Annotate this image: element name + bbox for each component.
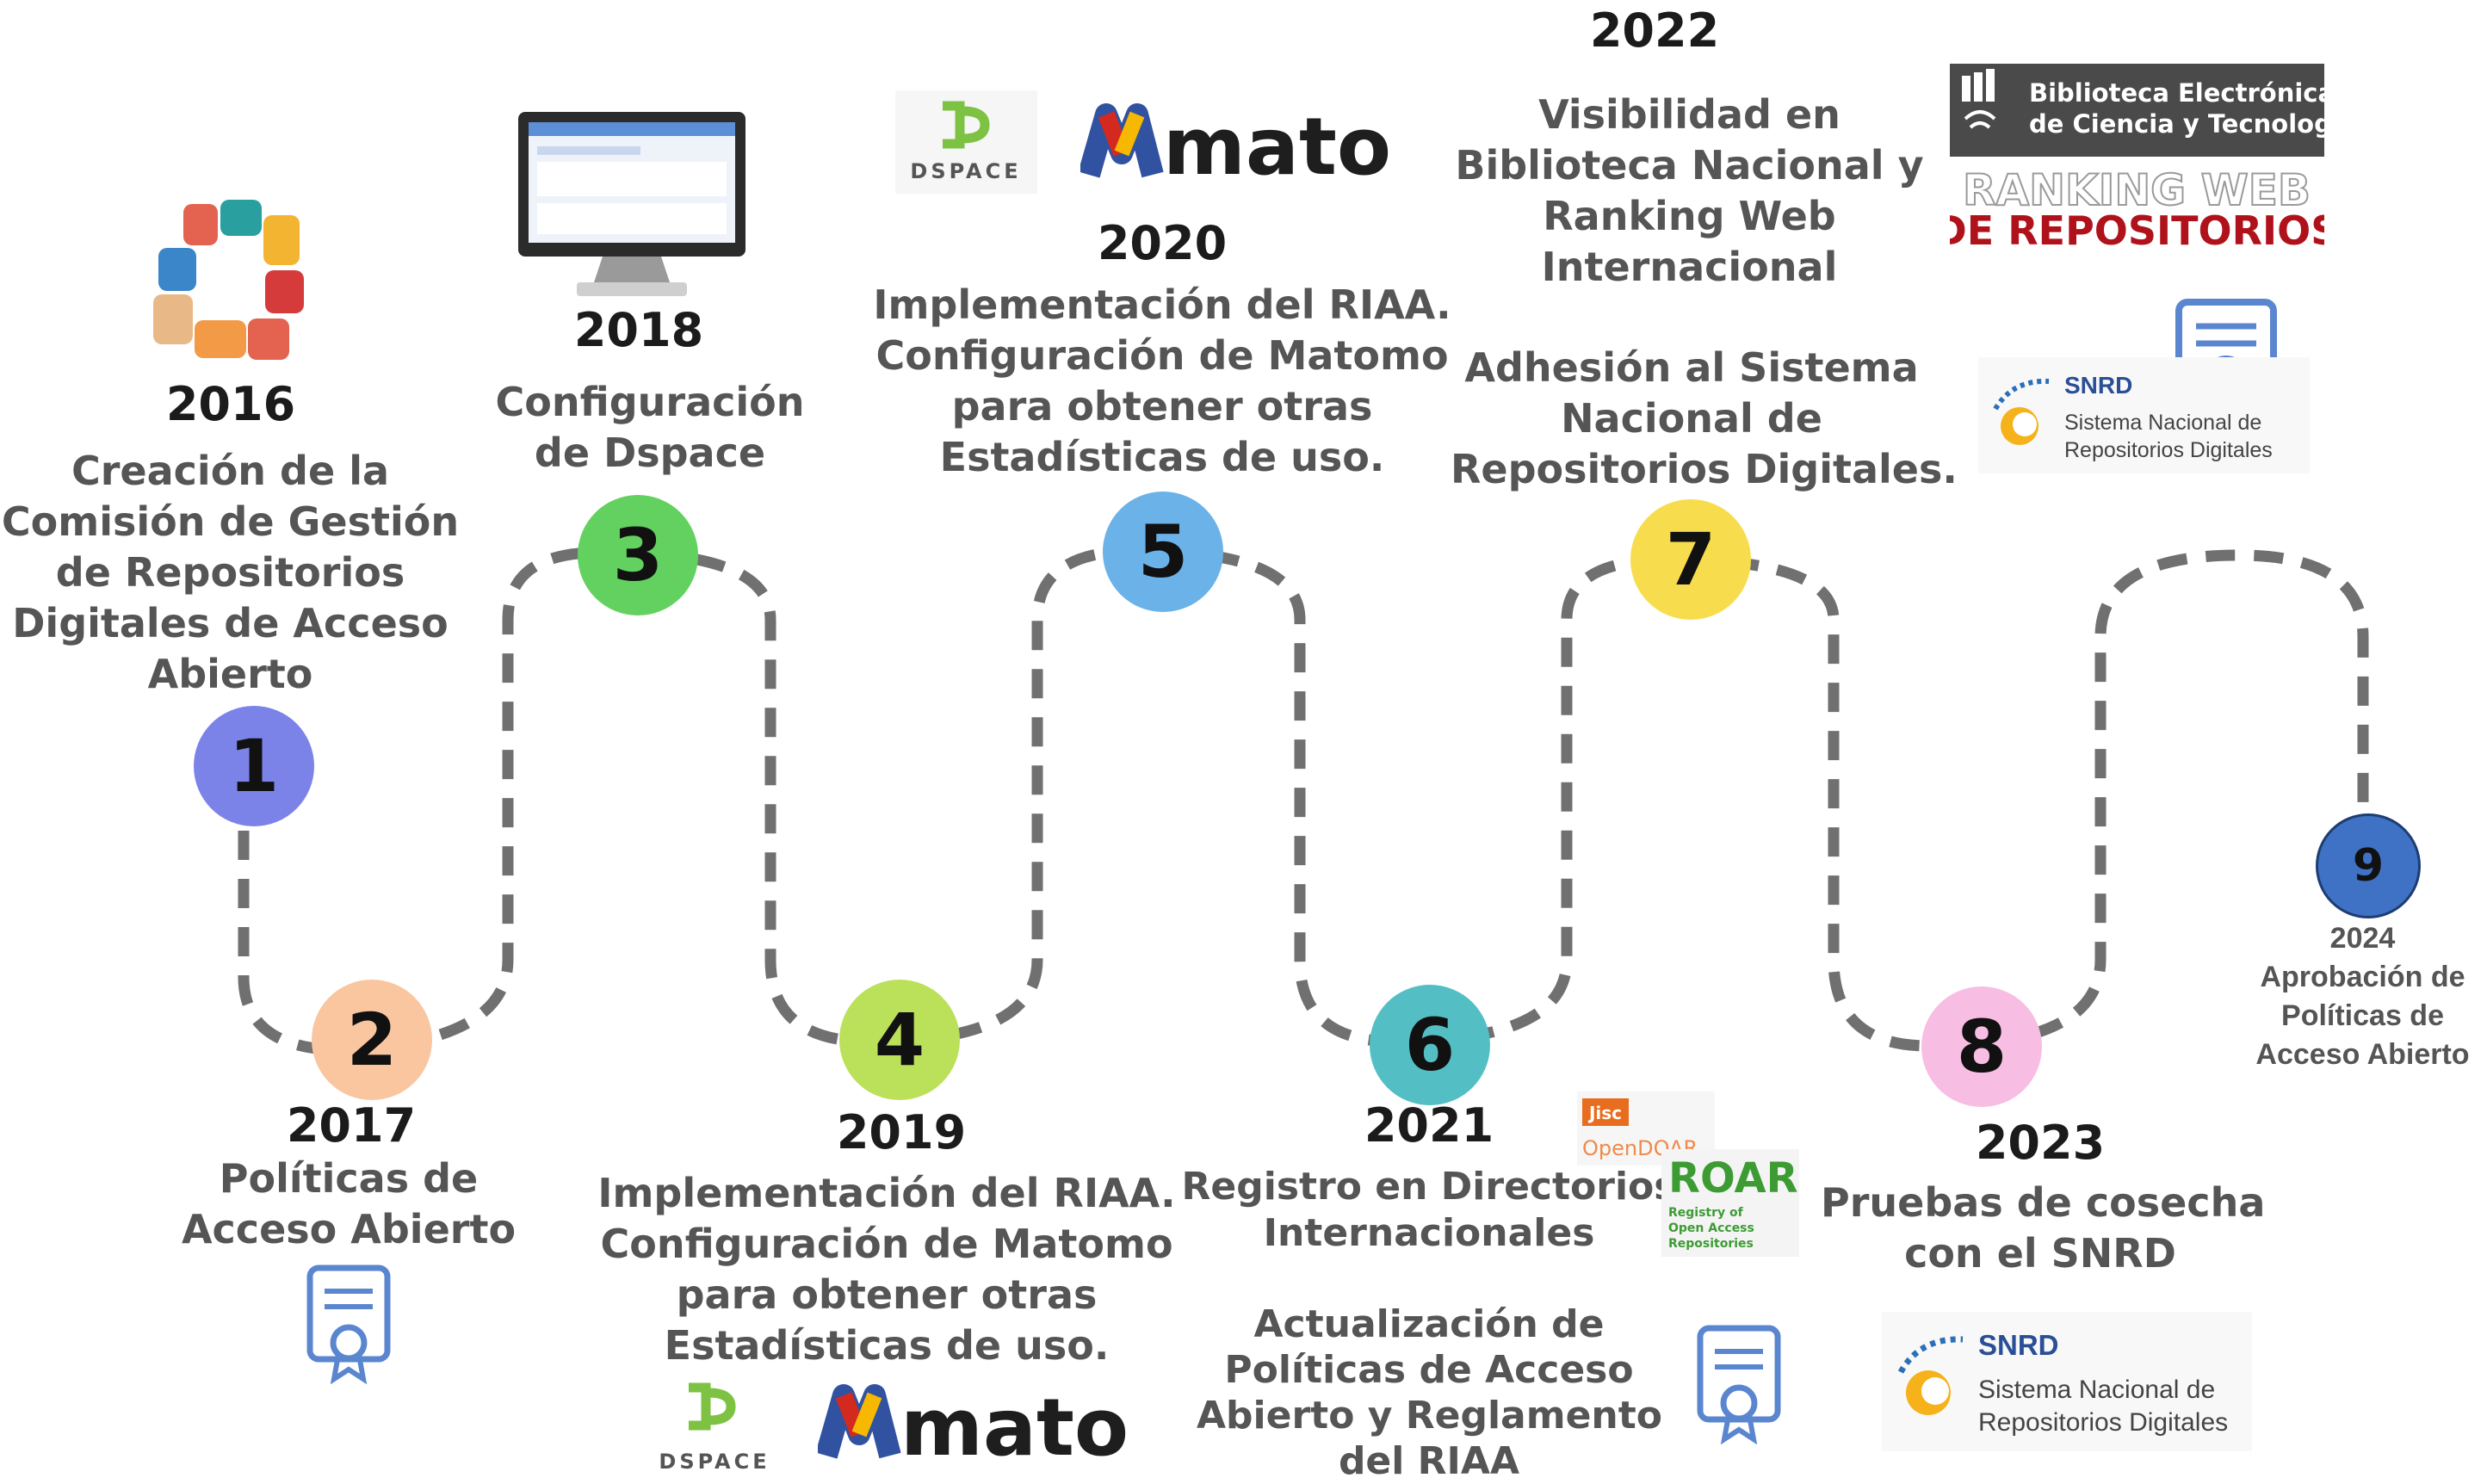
milestone-desc-8: Pruebas de cosecha con el SNRD xyxy=(1821,1178,2266,1279)
milestone-desc-line: Implementación del RIAA. xyxy=(597,1170,1176,1216)
milestone-desc-line: del RIAA xyxy=(1338,1439,1520,1483)
milestone-desc-line: de Dspace xyxy=(534,430,766,476)
milestone-desc-line: Políticas de Acceso xyxy=(1224,1348,1634,1392)
milestone-year-6: 2021 xyxy=(1364,1098,1494,1153)
certificate-icon xyxy=(1697,1325,1781,1444)
milestone-node-7: 7 xyxy=(1630,499,1751,620)
milestone-year-3: 2018 xyxy=(573,303,704,357)
snrd-title: SNRD xyxy=(1978,1329,2059,1361)
milestone-desc-3: Configuración de Dspace xyxy=(478,377,822,479)
milestone-desc-line: Visibilidad en xyxy=(1538,91,1841,138)
dspace-logo-text: DSPACE xyxy=(659,1450,770,1474)
milestone-year-9: 2024 xyxy=(2329,922,2396,955)
roar-sub1: Registry of xyxy=(1668,1206,1744,1220)
roar-sub2: Open Access xyxy=(1668,1221,1754,1235)
milestone-desc-line: Ranking Web xyxy=(1543,193,1836,239)
milestone-desc-line: Adhesión al Sistema xyxy=(1464,344,1919,391)
roar-logo: ROAR Registry of Open Access Repositorie… xyxy=(1661,1149,1799,1257)
snrd-line2: Repositorios Digitales xyxy=(2064,438,2273,462)
milestone-desc-line: Acceso Abierto xyxy=(2255,1038,2470,1071)
milestone-desc-line: Abierto xyxy=(147,651,313,697)
milestone-year-2: 2017 xyxy=(286,1098,417,1153)
milestone-desc-line: Pruebas de cosecha xyxy=(1821,1179,2266,1226)
milestone-desc-line: Creación de la xyxy=(71,448,390,494)
milestone-desc-line: Configuración xyxy=(495,379,805,425)
milestone-desc-line: Políticas de xyxy=(2281,999,2444,1032)
ranking-web-logo: RANKING WEB DE REPOSITORIOS xyxy=(1950,169,2324,251)
milestone-year-7: 2022 xyxy=(1589,3,1720,58)
dspace-logo: DSPACE xyxy=(895,90,1037,194)
milestone-desc-line: Repositorios Digitales. xyxy=(1451,446,1958,492)
snrd-line1: Sistema Nacional de xyxy=(2064,411,2261,435)
biblioteca-line1: Biblioteca Electrónica xyxy=(2029,78,2324,108)
milestone-desc-4: Implementación del RIAA. Configuración d… xyxy=(585,1168,1188,1371)
milestone-desc-line: Nacional de xyxy=(1561,395,1822,442)
milestone-desc-6: Registro en Directorios Internacionales xyxy=(1179,1164,1679,1257)
ranking-line1: RANKING WEB xyxy=(1963,169,2311,215)
milestone-desc-7-extra: Adhesión al Sistema Nacional de Reposito… xyxy=(1451,343,1958,495)
milestone-desc-line: Políticas de xyxy=(219,1155,479,1202)
milestone-desc-line: Estadísticas de uso. xyxy=(664,1322,1110,1369)
matomo-logo-text: matomo xyxy=(1163,101,1390,193)
milestone-node-5: 5 xyxy=(1103,492,1223,612)
biblioteca-electronica-logo: Biblioteca Electrónica de Ciencia y Tecn… xyxy=(1950,64,2324,157)
milestone-desc-5: Implementación del RIAA. Configuración d… xyxy=(857,280,1468,483)
milestone-year-5: 2020 xyxy=(1097,216,1228,270)
milestone-desc-line: Aprobación de xyxy=(2260,961,2465,993)
milestone-node-4: 4 xyxy=(839,980,960,1100)
matomo-logo-text: matomo xyxy=(900,1382,1128,1474)
milestone-desc-line: Internacionales xyxy=(1263,1211,1595,1255)
ranking-line2: DE REPOSITORIOS xyxy=(1950,207,2324,251)
milestone-desc-line: Implementación del RIAA. xyxy=(873,281,1451,328)
milestone-desc-line: Estadísticas de uso. xyxy=(939,434,1385,480)
milestone-desc-line: Configuración de Matomo xyxy=(875,332,1449,379)
jisc-text: Jisc xyxy=(1587,1103,1622,1123)
milestone-desc-line: Abierto y Reglamento xyxy=(1197,1394,1663,1438)
milestone-desc-line: Actualización de xyxy=(1253,1302,1605,1346)
roar-sub3: Repositories xyxy=(1668,1237,1754,1251)
milestone-desc-2: Políticas de Acceso Abierto xyxy=(172,1153,525,1255)
snrd-logo: SNRD Sistema Nacional de Repositorios Di… xyxy=(1882,1312,2252,1451)
milestone-desc-line: Internacional xyxy=(1541,244,1838,290)
milestone-year-4: 2019 xyxy=(836,1105,967,1159)
biblioteca-line2: de Ciencia y Tecnología xyxy=(2029,109,2324,139)
dspace-logo: DSPACE xyxy=(659,1382,770,1474)
milestone-year-1: 2016 xyxy=(165,377,296,431)
milestone-desc-line: de Repositorios xyxy=(55,549,405,596)
milestone-desc-9: 2024 Aprobación de Políticas de Acceso A… xyxy=(2238,919,2487,1074)
milestone-desc-line: Registro en Directorios xyxy=(1181,1165,1677,1209)
matomo-logo: matomo xyxy=(818,1382,1128,1474)
dspace-logo-text: DSPACE xyxy=(910,159,1021,183)
milestone-year-8: 2023 xyxy=(1975,1116,2106,1170)
milestone-desc-line: Acceso Abierto xyxy=(181,1206,517,1252)
monitor-icon xyxy=(518,112,745,296)
milestone-node-1: 1 xyxy=(194,706,314,826)
snrd-logo: SNRD Sistema Nacional de Repositorios Di… xyxy=(1978,357,2310,473)
hands-puzzle-icon xyxy=(153,200,304,360)
milestone-desc-line: Comisión de Gestión xyxy=(1,498,460,545)
snrd-title: SNRD xyxy=(2064,372,2132,399)
milestone-node-3: 3 xyxy=(578,495,698,615)
milestone-desc-line: Configuración de Matomo xyxy=(600,1221,1173,1267)
milestone-desc-6-extra: Actualización de Políticas de Acceso Abi… xyxy=(1197,1302,1663,1484)
milestone-node-6: 6 xyxy=(1370,985,1490,1105)
roar-text: ROAR xyxy=(1668,1154,1798,1203)
milestone-node-2: 2 xyxy=(312,980,432,1100)
matomo-logo: matomo xyxy=(1080,101,1390,193)
snrd-line1: Sistema Nacional de xyxy=(1978,1376,2215,1404)
certificate-icon xyxy=(306,1264,391,1384)
milestone-desc-line: Biblioteca Nacional y xyxy=(1455,142,1924,189)
milestone-desc-line: para obtener otras xyxy=(951,383,1373,430)
milestone-desc-line: con el SNRD xyxy=(1904,1230,2176,1277)
milestone-node-9: 9 xyxy=(2316,813,2421,918)
snrd-line2: Repositorios Digitales xyxy=(1978,1408,2228,1437)
milestone-desc-line: Digitales de Acceso xyxy=(12,600,449,646)
milestone-desc-1: Creación de la Comisión de Gestión de Re… xyxy=(0,446,461,700)
milestone-node-8: 8 xyxy=(1921,986,2042,1107)
milestone-desc-7: Visibilidad en Biblioteca Nacional y Ran… xyxy=(1455,90,1924,293)
milestone-desc-line: para obtener otras xyxy=(676,1271,1098,1318)
